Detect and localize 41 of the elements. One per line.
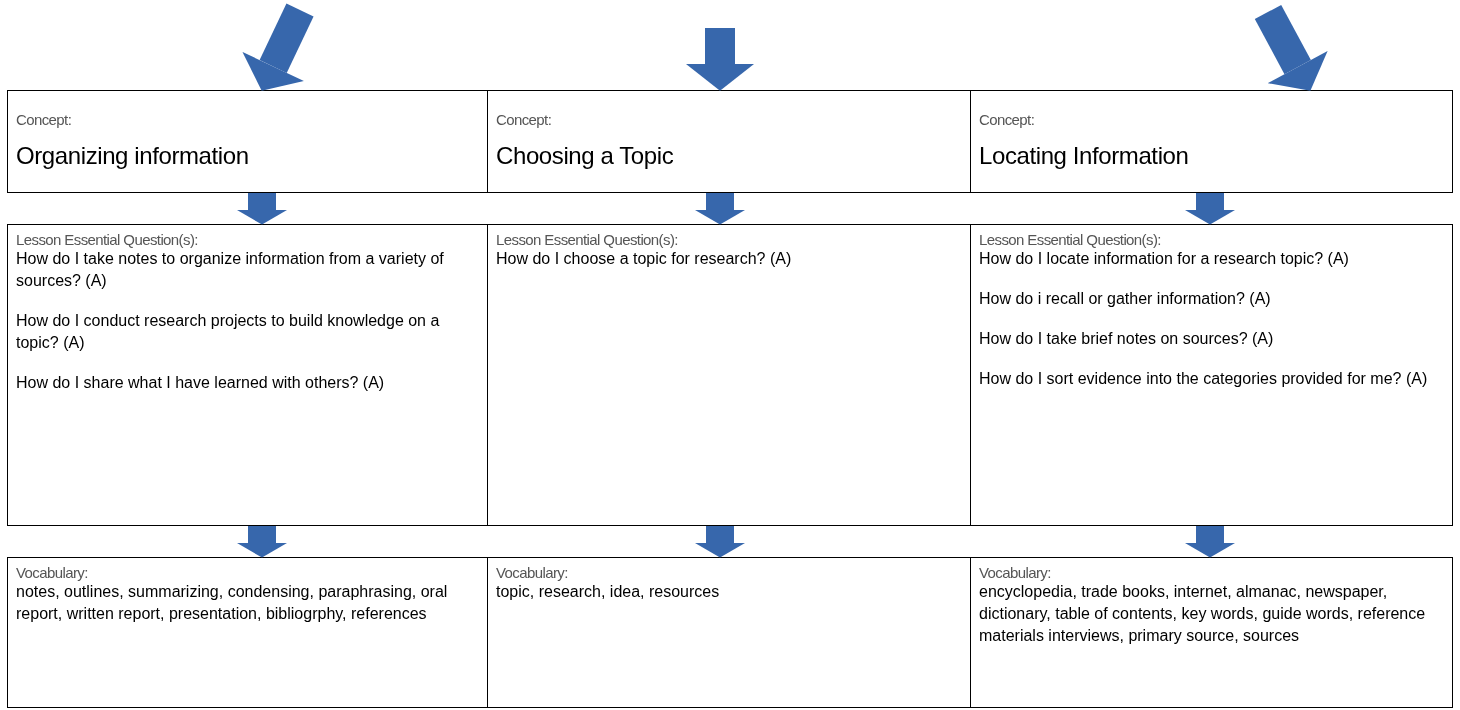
block-arrow [686, 28, 754, 91]
concept-title: Organizing information [16, 142, 250, 170]
heading-text: Vocabulary: [979, 564, 1052, 581]
vocabulary-box [970, 557, 1453, 708]
block-arrow [237, 526, 287, 558]
concept-box [487, 90, 971, 193]
block-arrow [1254, 4, 1328, 91]
block-arrow [1185, 193, 1235, 225]
vocabulary-text: notes, outlines, summarizing, condensing, paraphrasing, oral report, written report, presentation, bibliogrphy, references [16, 582, 449, 624]
block-arrow [1185, 526, 1235, 558]
heading-text: Lesson Essential Question(s): [496, 231, 679, 248]
question-text: How do I locate information for a research topic? (A) [979, 249, 1350, 269]
heading-text: Concept: [16, 111, 73, 128]
vocabulary-box [7, 557, 488, 708]
question-box [970, 224, 1453, 526]
block-arrow [242, 3, 314, 91]
question-text: How do i recall or gather information? (A) [979, 289, 1272, 309]
question-text: How do I sort evidence into the categories provided for me? (A) [979, 369, 1429, 389]
heading-text: Lesson Essential Question(s): [979, 231, 1162, 248]
heading-text: Vocabulary: [496, 564, 569, 581]
question-box [487, 224, 971, 526]
concept-title: Locating Information [979, 142, 1190, 170]
concept-box [970, 90, 1453, 193]
question-box [7, 224, 488, 526]
block-arrow [695, 193, 745, 225]
concept-title: Choosing a Topic [496, 142, 675, 170]
question-text: How do I share what I have learned with others? (A) [16, 373, 386, 393]
heading-text: Lesson Essential Question(s): [16, 231, 199, 248]
vocabulary-box [487, 557, 971, 708]
block-arrow [695, 526, 745, 558]
question-text: How do I conduct research projects to build knowledge on a topic? (A) [16, 311, 441, 353]
heading-text: Concept: [979, 111, 1036, 128]
heading-text: Concept: [496, 111, 553, 128]
question-text: How do I take notes to organize information from a variety of sources? (A) [16, 249, 445, 291]
heading-text: Vocabulary: [16, 564, 89, 581]
vocabulary-text: encyclopedia, trade books, internet, almanac, newspaper, dictionary, table of contents, key words, guide words, reference materials interviews, primary source, sources [979, 582, 1427, 646]
concept-box [7, 90, 488, 193]
question-text: How do I choose a topic for research? (A) [496, 249, 793, 269]
vocabulary-text: topic, research, idea, resources [496, 582, 721, 602]
block-arrow [237, 193, 287, 225]
question-text: How do I take brief notes on sources? (A) [979, 329, 1275, 349]
